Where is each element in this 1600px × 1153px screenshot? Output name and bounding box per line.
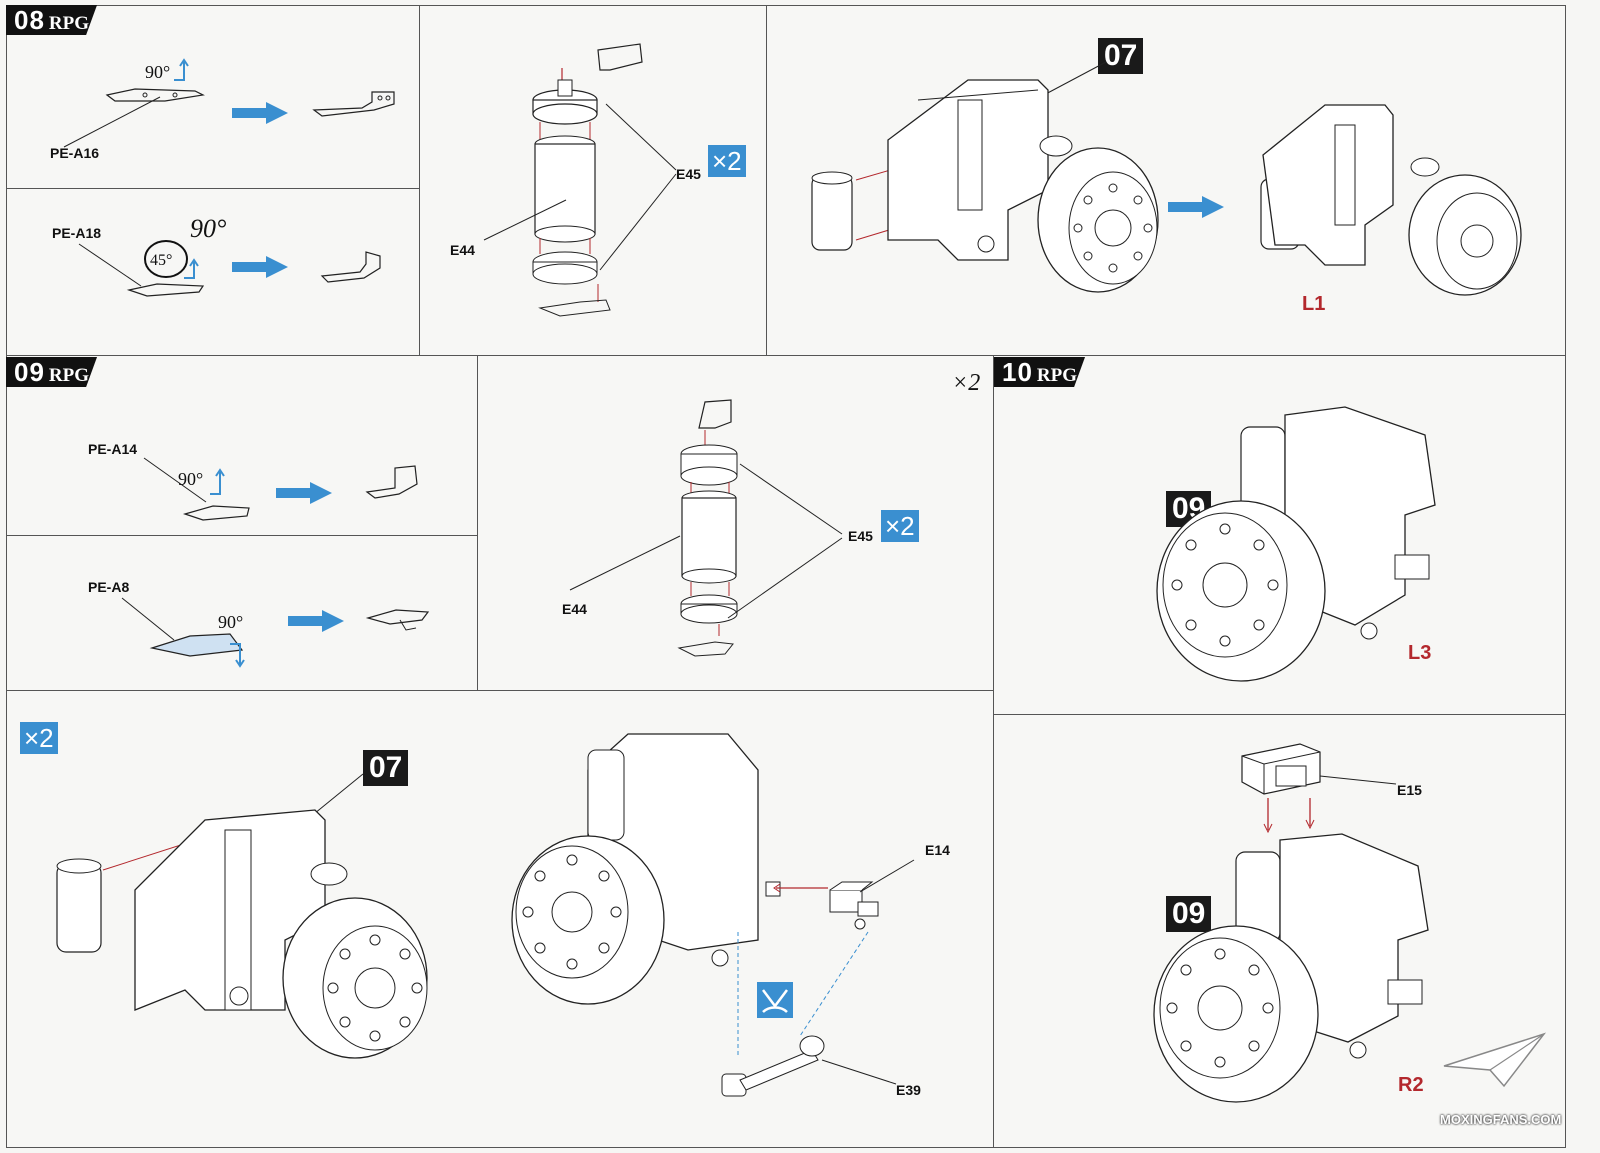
leader-line bbox=[143, 457, 207, 503]
pe-part-bent-drawing bbox=[365, 609, 430, 631]
suspension-assembly-drawing bbox=[811, 79, 1159, 293]
leader-line bbox=[121, 597, 175, 641]
site-watermark: MOXINGFANS.COM bbox=[1440, 1112, 1562, 1127]
leader-line bbox=[1041, 61, 1107, 97]
bend-angle-label: 90° bbox=[145, 62, 171, 82]
step-number: 09 bbox=[14, 357, 45, 387]
leader-line bbox=[78, 243, 142, 287]
leader-line bbox=[63, 96, 161, 148]
part-label-e15: E15 bbox=[1397, 782, 1422, 798]
process-arrow-icon bbox=[232, 102, 288, 124]
step-number: 08 bbox=[14, 5, 45, 35]
quantity-x2-badge: ×2 bbox=[20, 722, 58, 754]
e15-part-drawing bbox=[1241, 743, 1321, 795]
pe-part-bent-drawing bbox=[312, 91, 395, 117]
remove-part-icon bbox=[757, 982, 793, 1018]
pe-part-flat-drawing bbox=[126, 283, 205, 297]
pe-part-flat-drawing bbox=[149, 633, 244, 657]
part-label-e44: E44 bbox=[562, 601, 587, 617]
brand-logo: RPG bbox=[1036, 365, 1078, 386]
bend-up-icon bbox=[174, 58, 189, 81]
quantity-x2-badge: ×2 bbox=[708, 145, 746, 177]
position-label-r2: R2 bbox=[1398, 1074, 1424, 1096]
position-label-l1: L1 bbox=[1302, 293, 1326, 315]
suspension-assembly-rear-drawing bbox=[511, 733, 781, 1005]
assembly-arrows-red bbox=[1263, 798, 1315, 834]
part-label-e45: E45 bbox=[848, 528, 873, 544]
leader-line bbox=[1319, 775, 1397, 785]
panel-08-pe-a16 bbox=[6, 5, 420, 189]
part-label-e44: E44 bbox=[450, 242, 475, 258]
leader-lines bbox=[483, 103, 677, 271]
suspension-assembly-l3-drawing bbox=[1156, 406, 1436, 682]
bend-angle-45-label: 45° bbox=[150, 252, 173, 269]
bend-angle-label: 90° bbox=[178, 469, 204, 489]
suspension-assembly-drawing bbox=[56, 809, 428, 1059]
process-arrow-icon bbox=[288, 610, 344, 632]
shock-absorber-exploded-drawing bbox=[677, 399, 738, 657]
reference-step-07: 07 bbox=[363, 750, 409, 786]
handwritten-angle-90: 90° bbox=[190, 214, 227, 243]
step-number: 10 bbox=[1002, 357, 1033, 387]
process-arrow-icon bbox=[1168, 196, 1224, 218]
position-label-l3: L3 bbox=[1408, 642, 1432, 664]
leader-lines bbox=[569, 463, 843, 619]
leader-line bbox=[821, 1059, 897, 1085]
suspension-assembled-drawing bbox=[1260, 104, 1522, 296]
process-arrow-icon bbox=[276, 482, 332, 504]
process-arrow-icon bbox=[232, 256, 288, 278]
angle-circle-mark bbox=[144, 240, 188, 278]
part-label-pe-a18: PE-A18 bbox=[52, 225, 102, 241]
handwritten-quantity-x2: ×2 bbox=[952, 370, 981, 396]
bend-up-icon bbox=[184, 258, 199, 279]
quantity-x2-badge: ×2 bbox=[881, 510, 919, 542]
bend-up-icon bbox=[210, 468, 225, 495]
pe-part-bent-drawing bbox=[320, 251, 381, 283]
pe-part-bent-drawing bbox=[365, 465, 418, 499]
bend-angle-label: 90° bbox=[218, 612, 244, 632]
part-label-pe-a8: PE-A8 bbox=[88, 579, 130, 595]
assembly-arrow-red bbox=[773, 883, 828, 893]
panel-09-pe-a8 bbox=[6, 535, 478, 691]
suspension-assembly-r2-drawing bbox=[1153, 833, 1429, 1103]
part-label-e45: E45 bbox=[676, 166, 701, 182]
paper-plane-logo-icon bbox=[1443, 1032, 1547, 1088]
panel-08-pe-a18 bbox=[6, 188, 420, 356]
shock-absorber-exploded-drawing bbox=[532, 43, 643, 317]
e14-part-drawing bbox=[829, 881, 879, 930]
leader-line bbox=[859, 859, 915, 893]
brand-logo: RPG bbox=[48, 365, 90, 386]
pe-part-flat-drawing bbox=[105, 88, 205, 102]
part-label-e39: E39 bbox=[896, 1082, 921, 1098]
part-label-pe-a16: PE-A16 bbox=[50, 145, 100, 161]
leader-line bbox=[308, 773, 364, 819]
brand-logo: RPG bbox=[48, 13, 90, 34]
bend-down-icon bbox=[230, 643, 245, 668]
e39-link-drawing bbox=[721, 1035, 825, 1097]
part-label-e14: E14 bbox=[925, 842, 950, 858]
pe-part-flat-drawing bbox=[182, 505, 250, 521]
reference-step-07: 07 bbox=[1098, 38, 1144, 74]
part-label-pe-a14: PE-A14 bbox=[88, 441, 138, 457]
reference-step-09: 09 bbox=[1166, 896, 1212, 932]
